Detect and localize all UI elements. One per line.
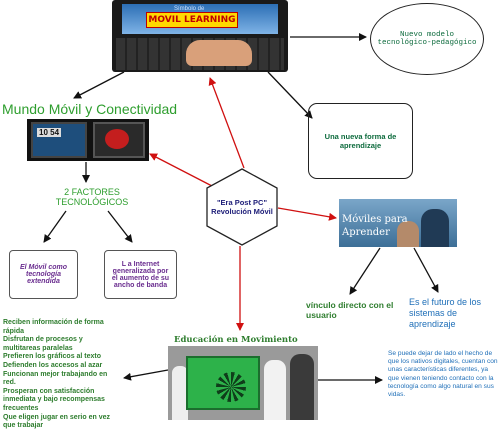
reciben-line: Disfrutan de procesos y bbox=[3, 336, 83, 344]
reciben-line: Que eligen jugar en serio en vez bbox=[3, 413, 110, 421]
phone-right bbox=[93, 122, 145, 158]
reciben-line: multitareas paralelas bbox=[3, 344, 73, 352]
red-arrow-hex-to-aula bbox=[277, 207, 337, 221]
moviles-aprender-image: Móviles para Aprender bbox=[339, 199, 457, 247]
red-arrow-hex-to-mundo bbox=[149, 153, 213, 187]
arrow-photo-to-reciben bbox=[123, 369, 169, 381]
reciben-list: Reciben información de forma rápida Disf… bbox=[3, 319, 123, 431]
reciben-line: Prosperan con satisfacción bbox=[3, 387, 95, 395]
reciben-line: que trabajar bbox=[3, 422, 44, 430]
caption-line-2: Aprender bbox=[342, 227, 390, 238]
nativos-digitales-text: Se puede dejar de lado el hecho de que l… bbox=[388, 350, 498, 399]
nuevo-modelo-ellipse: Nuevo modelo tecnológico-pedagógico bbox=[370, 3, 484, 75]
phone-time: 10 54 bbox=[37, 128, 62, 137]
era-post-pc-hexagon: "Era Post PC" Revolución Móvil bbox=[206, 168, 278, 246]
arrow-aula-to-vinculo bbox=[349, 247, 381, 295]
reciben-line: rápida bbox=[3, 327, 25, 335]
hex-line-1: "Era Post PC" bbox=[216, 198, 268, 207]
movil-learning-title: MOVIL LEARNING bbox=[146, 12, 238, 28]
movil-extendida-box: El Móvil como tecnología extendida bbox=[9, 250, 78, 299]
fan-icon bbox=[216, 372, 246, 402]
phone-red-logo bbox=[105, 129, 129, 149]
phones-image: 10 54 bbox=[27, 119, 149, 161]
arrow-laptop-to-mundo bbox=[73, 71, 125, 99]
reciben-line: Prefieren los gráficos al texto bbox=[3, 353, 102, 361]
student-figure bbox=[397, 221, 419, 247]
person-figure-1 bbox=[172, 366, 188, 420]
futuro-text: Es el futuro de los sistemas de aprendiz… bbox=[409, 297, 482, 329]
arrow-laptop-to-newform bbox=[267, 71, 313, 119]
arrow-factores-to-internet bbox=[107, 210, 133, 243]
reciben-line: Funcionan mejor trabajando en bbox=[3, 370, 108, 378]
hex-line-2: Revolución Móvil bbox=[211, 207, 273, 216]
reciben-line: red. bbox=[3, 379, 16, 387]
nueva-forma-box: Una nueva forma de aprendizaje bbox=[308, 103, 413, 179]
green-machine bbox=[186, 356, 260, 410]
vinculo-text: vínculo directo con el usuario bbox=[306, 300, 394, 320]
reciben-line: Defienden los accesos al azar bbox=[3, 361, 103, 369]
red-arrow-hex-to-laptop bbox=[208, 77, 245, 169]
mundo-movil-title: Mundo Móvil y Conectividad bbox=[2, 101, 178, 117]
arrow-aula-to-futuro bbox=[413, 247, 439, 293]
student-figure-2 bbox=[421, 209, 449, 247]
educacion-photo bbox=[168, 346, 318, 420]
phone-left: 10 54 bbox=[31, 122, 87, 158]
hexagon-shape bbox=[206, 168, 278, 246]
factores-label: 2 FACTORES TECNOLÓGICOS bbox=[55, 187, 129, 207]
internet-box: L a Internet generalizada por el aumento… bbox=[104, 250, 177, 299]
reciben-line: Reciben información de forma bbox=[3, 319, 104, 326]
person-figure-2 bbox=[264, 360, 286, 420]
laptop-image: Símbolo de MOVIL LEARNING bbox=[112, 0, 288, 72]
laptop-tagline: Símbolo de bbox=[174, 6, 205, 12]
arrow-factores-to-extendida bbox=[43, 210, 67, 243]
reciben-line: frecuentes bbox=[3, 404, 39, 412]
moviles-aprender-caption: Móviles para Aprender bbox=[342, 213, 408, 239]
reciben-line: inmediata y bajo recompensas bbox=[3, 396, 105, 404]
caption-line-1: Móviles para bbox=[342, 214, 408, 225]
typing-hand bbox=[186, 40, 252, 66]
person-figure-3 bbox=[290, 354, 314, 420]
educacion-title: Educación en Movimiento bbox=[174, 335, 298, 345]
